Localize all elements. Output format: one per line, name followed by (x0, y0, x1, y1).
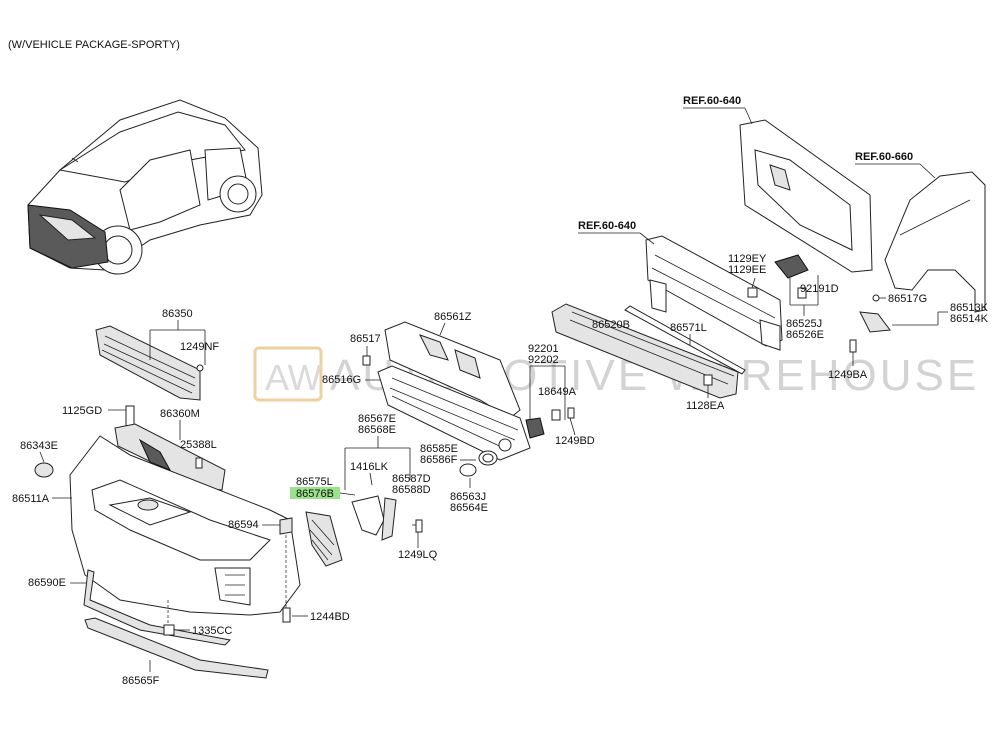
label-1129EE: 1129EE (728, 264, 766, 276)
label-1249BA: 1249BA (828, 369, 868, 381)
reference-front-fender: REF.60-660 (855, 151, 913, 163)
label-1125GD: 1125GD (62, 405, 102, 417)
label-86586F: 86586F (420, 454, 458, 466)
label-86517G: 86517G (888, 293, 927, 305)
front-carrier: REF.60-640 (683, 95, 873, 273)
reference-front-carrier: REF.60-640 (683, 95, 741, 107)
label-1335CC: 1335CC (192, 625, 232, 637)
label-86525J: 86525J (786, 318, 822, 330)
label-86520B: 86520B (592, 319, 630, 331)
label-86587D: 86587D (392, 473, 431, 485)
label-1249NF: 1249NF (180, 341, 219, 353)
label-86567E: 86567E (358, 413, 396, 425)
label-86526E: 86526E (786, 329, 824, 341)
label-86564E: 86564E (450, 502, 488, 514)
label-25388L: 25388L (180, 439, 217, 451)
label-1249BD: 1249BD (555, 435, 595, 447)
label-86360M: 86360M (160, 408, 200, 420)
label-86575L: 86575L (296, 476, 333, 488)
upper-trim: 86561Z 86517 86516G (322, 311, 521, 419)
label-86571L: 86571L (670, 322, 707, 334)
label-86511A: 86511A (12, 493, 50, 505)
label-86343E: 86343E (20, 440, 58, 452)
label-86514K: 86514K (950, 313, 989, 325)
label-1416LK: 1416LK (350, 461, 389, 473)
sensor-group: 92201 92202 18649A 1249BD (525, 343, 595, 447)
label-1249LQ: 1249LQ (398, 549, 438, 561)
label-86516G: 86516G (322, 374, 361, 386)
lower-grille (377, 365, 531, 461)
side-bracket-86513K: 86517G 86513K 86514K 1249BA (828, 293, 989, 381)
label-86568E: 86568E (358, 424, 396, 436)
label-18649A: 18649A (538, 386, 577, 398)
label-1244BD: 1244BD (310, 611, 350, 623)
label-86565F: 86565F (122, 675, 160, 687)
emblem: 86343E (20, 440, 58, 478)
upper-grille: 86350 1249NF (95, 308, 219, 401)
side-bracket-group: 86567E 86568E 1416LK 86587D 86588D 1249L… (344, 413, 438, 561)
fog-lamp-cover: 86575L 86576B (290, 476, 356, 567)
bumper-molding: 86571L 1128EA (624, 305, 746, 412)
label-86590E: 86590E (28, 577, 66, 589)
watermark-badge: AW (265, 357, 322, 398)
label-86585E: 86585E (420, 443, 458, 455)
front-bumper-cover: 86511A (12, 435, 301, 616)
label-1129EY: 1129EY (728, 253, 767, 265)
label-86576B: 86576B (296, 488, 334, 500)
label-86517: 86517 (350, 333, 381, 345)
label-92191D: 92191D (800, 283, 839, 295)
label-86588D: 86588D (392, 484, 431, 496)
label-86561Z: 86561Z (434, 311, 472, 323)
bracket-92191D: 1129EY 1129EE 92191D 86525J 86526E (728, 253, 839, 341)
bumper-beam: REF.60-640 (578, 220, 783, 351)
grille-bracket: 1125GD 86360M 25388L (62, 405, 226, 491)
variant-header: (W/VEHICLE PACKAGE-SPORTY) (8, 39, 180, 51)
label-86513K: 86513K (950, 302, 989, 314)
label-86594: 86594 (228, 519, 259, 531)
watermark-badge-frame (253, 346, 323, 402)
label-92202: 92202 (528, 354, 559, 366)
fog-ring: 86585E 86586F 86563J 86564E (420, 443, 498, 514)
front-fender: REF.60-660 (855, 151, 986, 313)
clip-86594: 86594 1244BD (228, 517, 350, 623)
label-86563J: 86563J (450, 491, 486, 503)
energy-absorber: 86520B (551, 303, 739, 399)
label-1128EA: 1128EA (686, 400, 725, 412)
vehicle-overview (27, 99, 263, 275)
label-92201: 92201 (528, 343, 559, 355)
label-86350: 86350 (162, 308, 193, 320)
highlight-86576B (290, 487, 340, 499)
lower-lip: 86590E 1335CC 86565F (28, 569, 269, 687)
reference-bumper-beam: REF.60-640 (578, 220, 636, 232)
